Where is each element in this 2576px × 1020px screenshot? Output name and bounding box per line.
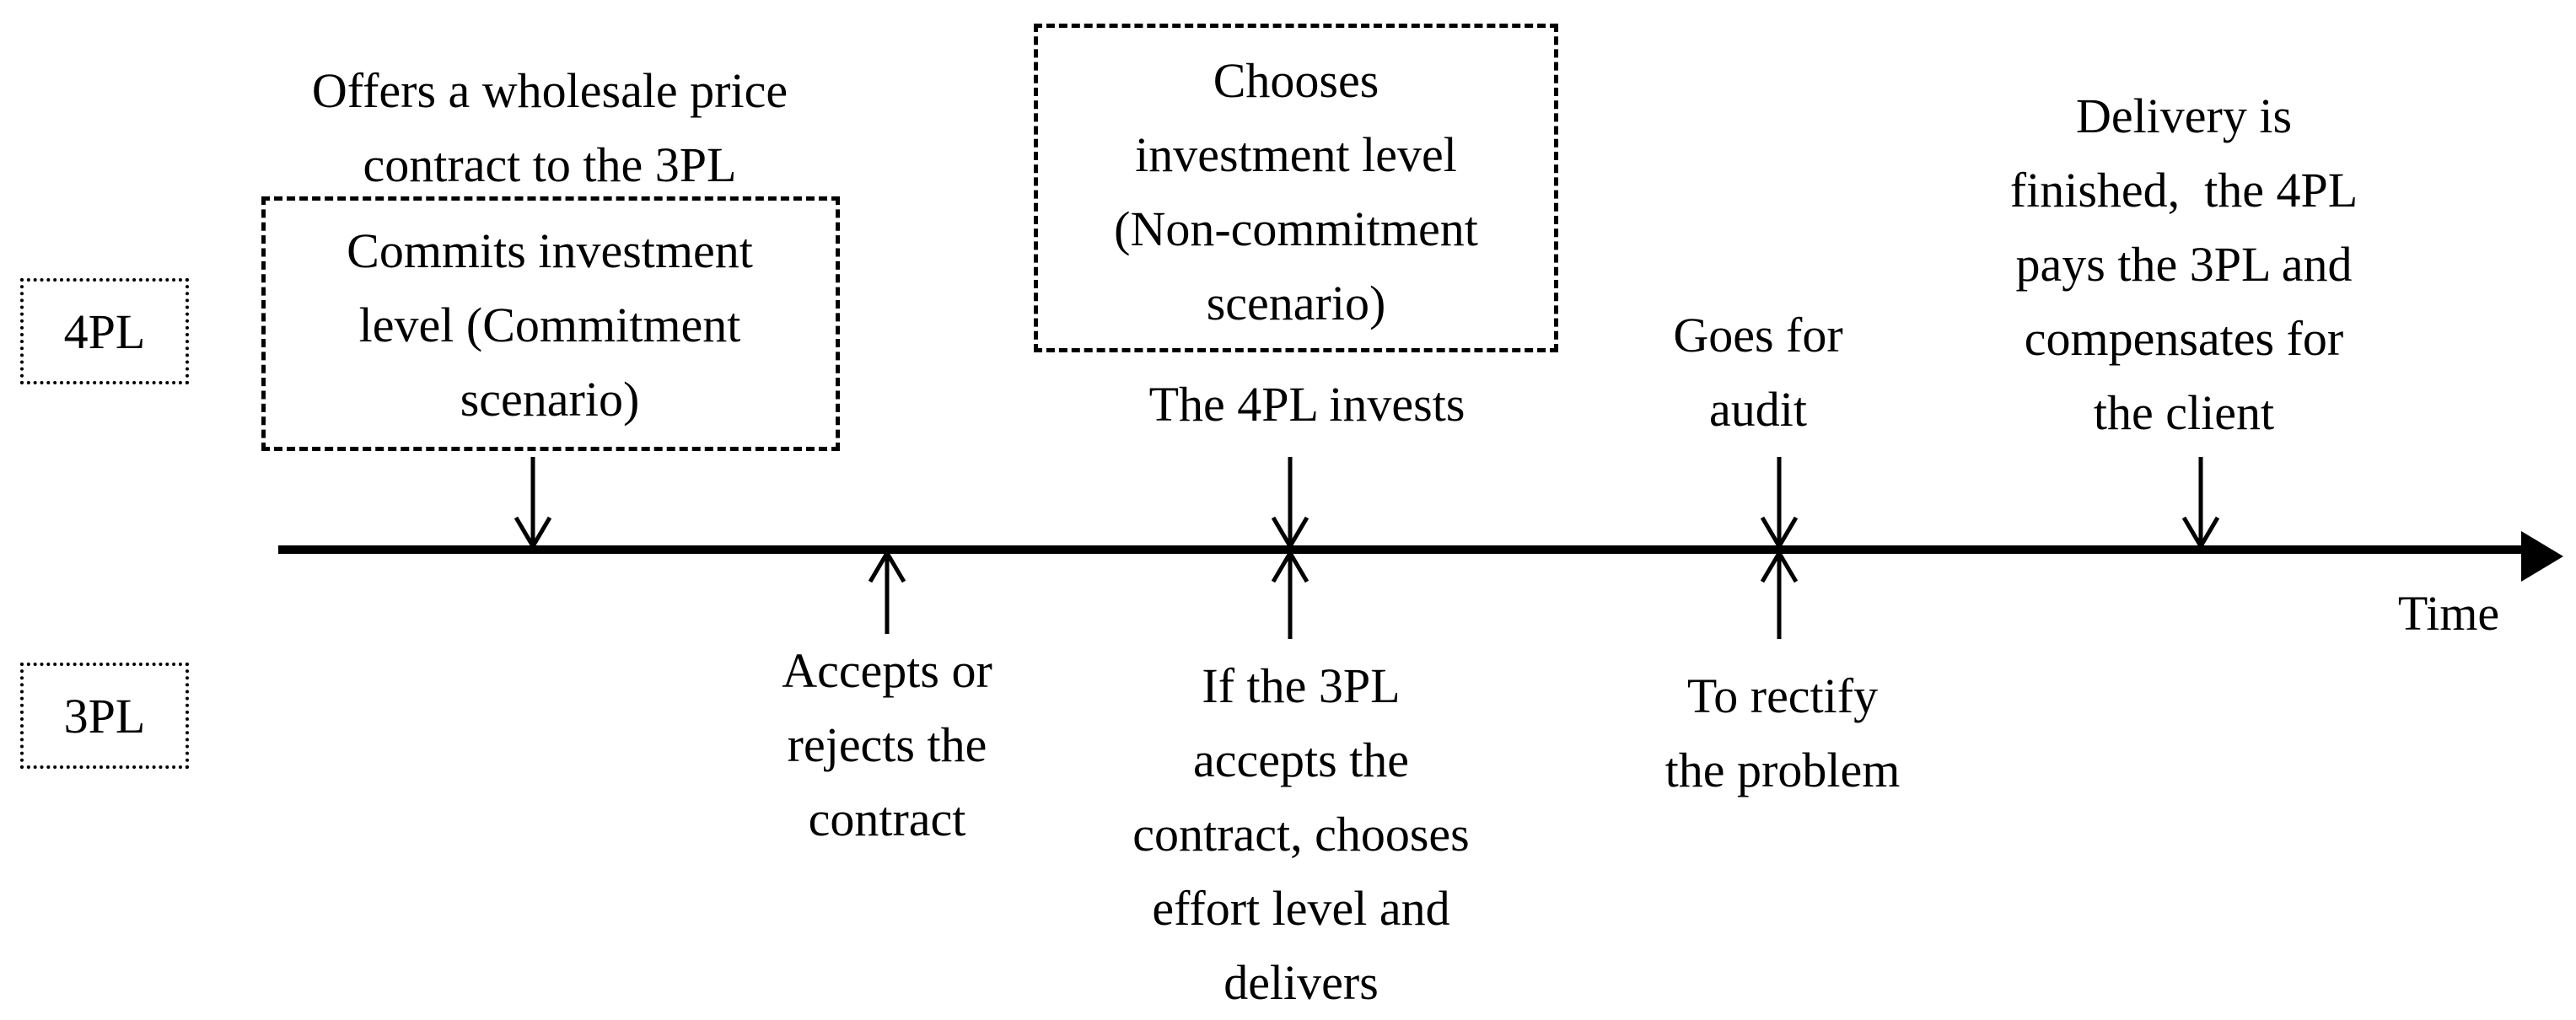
arrow-commit — [514, 457, 552, 550]
event-commit-label: Commits investment level (Commitment sce… — [347, 223, 753, 427]
event-effort-label: If the 3PL accepts the contract, chooses… — [1132, 658, 1470, 1010]
role-box-3pl: 3PL — [20, 663, 189, 769]
event-rectify-label: To rectify the problem — [1664, 668, 1901, 797]
role-label-4pl: 4PL — [63, 303, 146, 359]
arrow-effort — [1271, 549, 1310, 639]
arrow-accept — [868, 549, 906, 634]
commitment-scenario-box — [261, 196, 840, 451]
non-commitment-scenario-box — [1034, 24, 1558, 352]
event-audit-label: Goes for audit — [1673, 308, 1843, 437]
arrow-rectify — [1760, 549, 1799, 639]
event-invests-label: The 4PL invests — [1148, 377, 1465, 432]
event-accept-label: Accepts or rejects the contract — [782, 643, 992, 846]
arrow-invests — [1271, 457, 1310, 550]
event-delivery-label: Delivery is finished, the 4PL pays the 3… — [2009, 89, 2358, 440]
arrow-delivery — [2181, 457, 2220, 550]
role-box-4pl: 4PL — [20, 278, 189, 384]
role-label-3pl: 3PL — [63, 688, 146, 744]
timeline-arrowhead — [2521, 531, 2563, 582]
event-choose-label: Chooses investment level (Non-commitment… — [1114, 53, 1478, 330]
arrow-audit — [1760, 457, 1799, 550]
axis-time-label: Time — [2397, 586, 2500, 641]
event-offer-label: Offers a wholesale price contract to the… — [311, 63, 788, 192]
